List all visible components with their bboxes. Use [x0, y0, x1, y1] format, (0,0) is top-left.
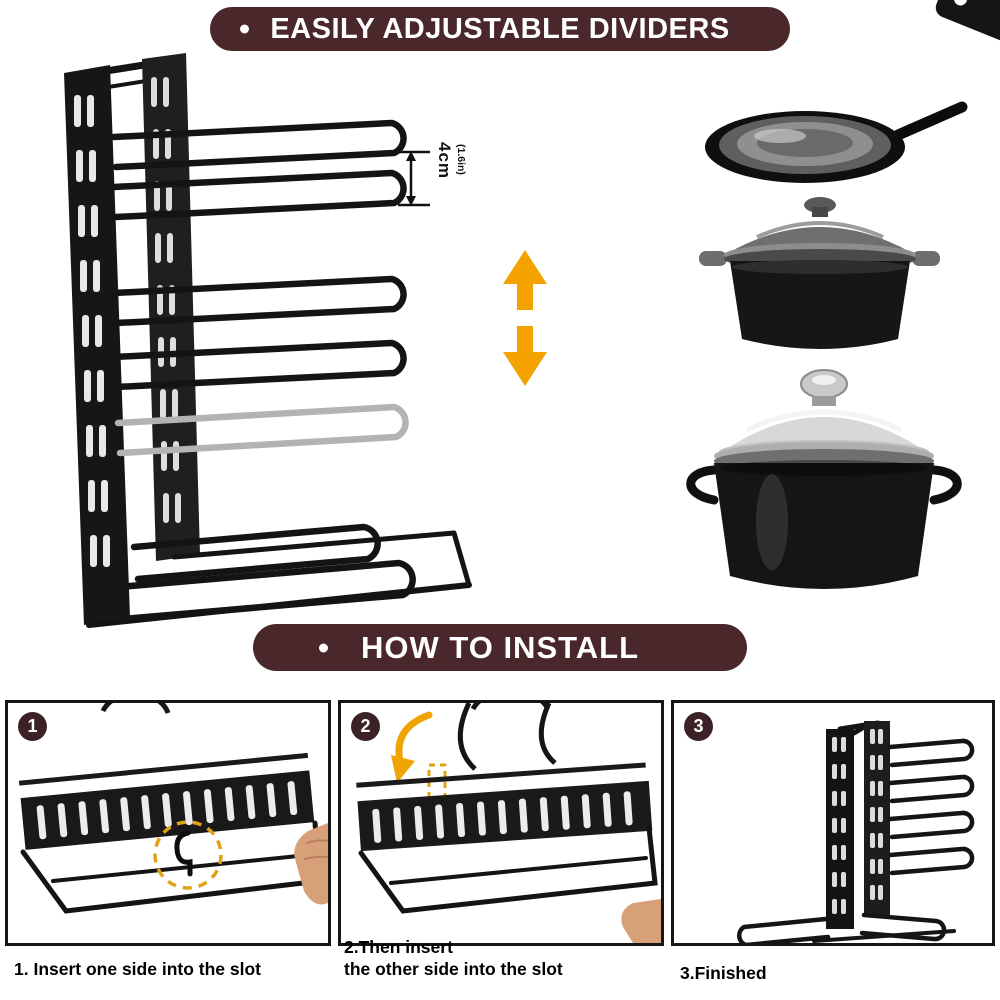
- banner-adjustable-text: EASILY ADJUSTABLE DIVIDERS: [270, 12, 730, 45]
- hand-illustration: [294, 823, 328, 905]
- step-panel-1: 1: [5, 700, 331, 946]
- step-panel-2: 2: [338, 700, 664, 946]
- rack-divider-ghost: [114, 403, 409, 457]
- slot-highlight-circle: [153, 820, 223, 890]
- hook-detail: [174, 830, 193, 877]
- step2-slotted-bar: [356, 762, 653, 852]
- stockpot-illustration: [686, 369, 962, 589]
- handle-hole-icon: [952, 0, 970, 8]
- step1-photo-illustration: [18, 703, 328, 914]
- step3-divider-wires: [736, 738, 975, 943]
- banner-install-text: HOW TO INSTALL: [360, 629, 640, 665]
- banner-bullet-icon: [240, 24, 249, 34]
- rack-front-rail: [64, 65, 130, 625]
- step-caption-2: 2.Then insert the other side into the sl…: [344, 936, 563, 980]
- measurement-unit: (1.6in): [455, 144, 467, 175]
- banner-how-to-install: HOW TO INSTALL: [253, 624, 747, 671]
- banner-bullet-icon: [319, 643, 328, 652]
- rack-illustration: [64, 53, 472, 628]
- pan-handle: [892, 101, 968, 141]
- insert-arrow-head: [391, 755, 415, 783]
- pot-handle-left: [699, 251, 727, 266]
- rack-back-rail: [142, 53, 200, 561]
- stockpot-handle-right: [929, 465, 962, 505]
- saucepot-illustration: [699, 197, 940, 349]
- step3-back-rail: [864, 721, 890, 917]
- insert-arrow-icon: [395, 711, 433, 769]
- hand-illustration: [621, 899, 661, 943]
- rack-divider-wires: [110, 119, 407, 391]
- step3-photo-illustration: [736, 720, 975, 943]
- step-badge-2: 2: [351, 712, 380, 741]
- step2-caption-line1: 2.Then insert: [344, 937, 453, 957]
- step1-caption-line: 1. Insert one side into the slot: [14, 959, 261, 979]
- measurement-value: 4cm: [435, 142, 454, 180]
- step-panel-3: 3: [671, 700, 995, 946]
- stockpot-handle-left: [686, 465, 719, 505]
- step-caption-3: 3.Finished: [680, 962, 767, 984]
- rack-base: [86, 523, 472, 628]
- step2-wire-loops: [457, 703, 557, 771]
- step-caption-1: 1. Insert one side into the slot: [14, 958, 261, 980]
- step2-caption-line2: the other side into the slot: [344, 959, 563, 979]
- pot-handle-right: [912, 251, 940, 266]
- step1-slotted-bar: [18, 752, 315, 850]
- measurement-label: 4cm (1.6in): [434, 142, 467, 179]
- step3-caption-line: 3.Finished: [680, 963, 767, 983]
- frying-pan-illustration: [705, 101, 968, 183]
- step-badge-1: 1: [18, 712, 47, 741]
- step2-base-frame: [358, 825, 658, 914]
- step2-photo-illustration: [356, 703, 661, 943]
- banner-adjustable-dividers: EASILY ADJUSTABLE DIVIDERS: [210, 7, 790, 51]
- step-badge-3: 3: [684, 712, 713, 741]
- cropped-pan-handle: [932, 0, 1000, 48]
- adjust-arrows-icon: [503, 250, 547, 386]
- dimension-bracket-icon: [398, 150, 430, 207]
- step3-front-rail: [826, 729, 854, 929]
